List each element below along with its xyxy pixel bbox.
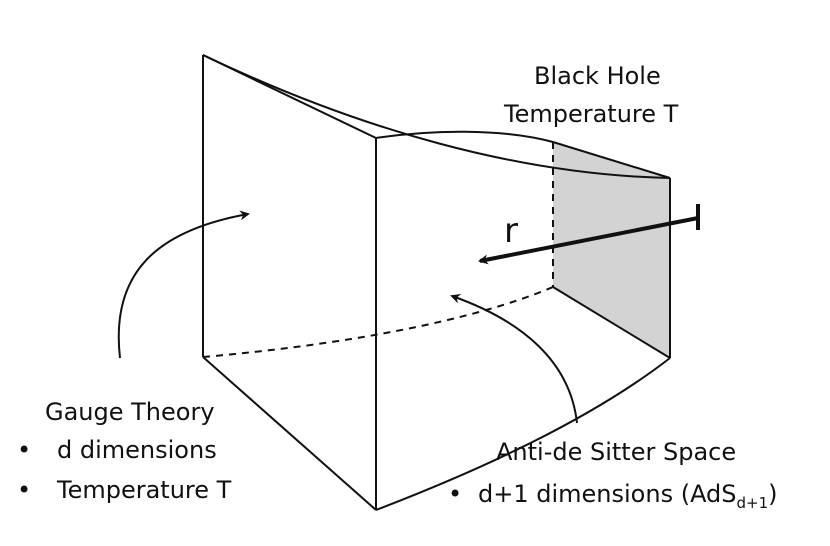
gauge-pointer-arrow (117, 210, 250, 359)
radial-label: r (504, 211, 518, 251)
horizon-bottom-edge (552, 286, 671, 359)
gauge-item-dimensions: d dimensions (57, 436, 217, 464)
gauge-theory-title: Gauge Theory (45, 398, 215, 426)
gauge-bullet-1: • (17, 436, 32, 464)
hidden-bottom-curve (202, 286, 554, 358)
gauge-bullet-2: • (17, 476, 32, 504)
ads-title: Anti-de Sitter Space (496, 438, 737, 466)
bottom-front-curve (375, 357, 671, 511)
ads-bullet: • (448, 480, 463, 508)
horizon-top-edge (552, 141, 671, 179)
black-hole-temperature: Temperature T (504, 100, 679, 128)
ads-subscript: d+1 (736, 493, 769, 512)
ads-item-dimensions: d+1 dimensions (AdSd+1) (478, 480, 778, 512)
top-back-curve (202, 54, 671, 179)
top-front-curve (375, 130, 554, 143)
bottom-front-edge (202, 356, 377, 511)
ads-pointer-arrow (450, 293, 578, 424)
radial-arrow (478, 216, 699, 265)
gauge-item-temperature: Temperature T (57, 476, 232, 504)
black-hole-title: Black Hole (534, 62, 661, 90)
